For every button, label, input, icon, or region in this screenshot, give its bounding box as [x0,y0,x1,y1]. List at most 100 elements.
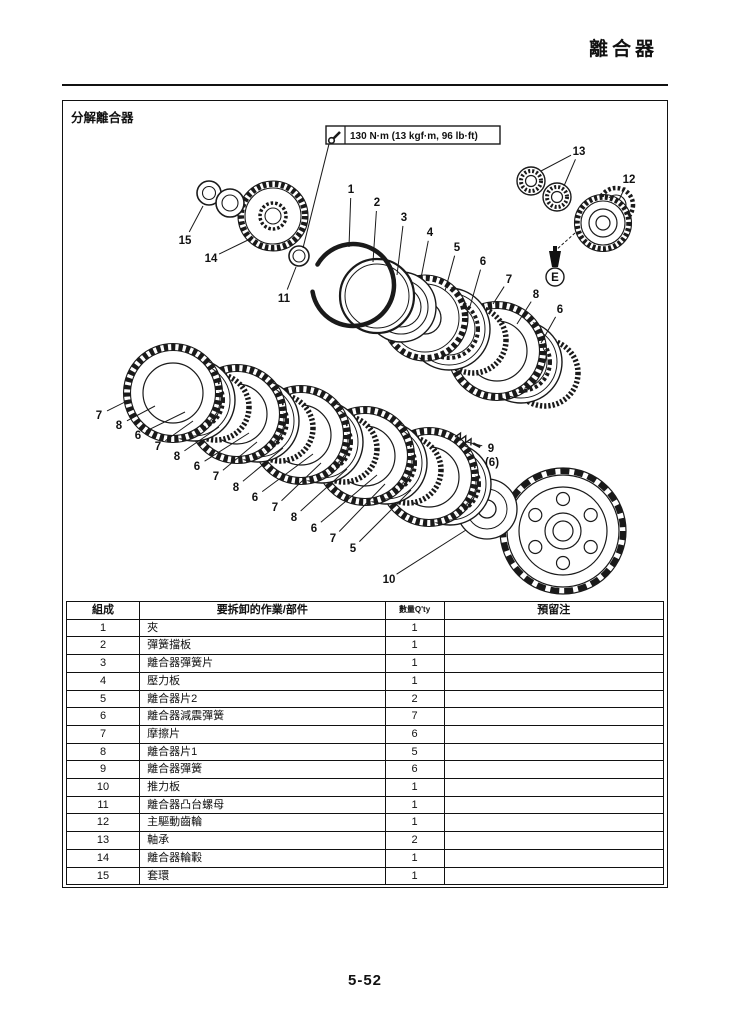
leader-line [540,154,572,172]
spring-retainer-art [338,257,416,335]
leader-line [540,316,557,344]
leader-line [286,266,297,290]
callout-5: 5 [350,543,357,555]
callout-8: 8 [116,420,123,432]
row-order: 6 [65,707,141,726]
boss-nut-art [288,245,310,267]
row-qty: 7 [384,707,445,726]
leader-line [320,474,378,523]
row-remarks [443,689,665,709]
header-remarks: 預留注 [443,601,665,620]
callout-7: 7 [155,441,161,453]
row-remarks [443,724,665,744]
row-part: 夾 [139,618,386,638]
leader-line [184,426,220,452]
table-header-row: 組成 要拆卸的作業/部件 數量Q'ty 預留注 [65,601,665,620]
row-order: 12 [65,813,141,833]
row-qty: 1 [384,778,445,797]
row-order: 15 [65,866,141,886]
leader-line [165,420,194,442]
torque-value: 130 N·m (13 kgf·m, 96 lb·ft) [350,131,478,142]
friction-plate-art [124,344,223,443]
row-part: 套環 [139,866,386,886]
leader-line [204,432,250,462]
pressure-plate-stack-art [309,241,578,406]
leader-line [372,210,377,263]
row-remarks [443,654,665,673]
plate-stack-art [124,344,493,527]
callout-13: 13 [573,146,586,158]
row-qty: 1 [384,636,445,656]
row-part: 主驅動齒輪 [139,813,386,833]
row-part: 離合器減震彈簧 [139,707,386,726]
oil-mark: E [545,232,576,287]
row-qty: 1 [384,671,445,691]
row-remarks [443,778,665,797]
row-qty: 6 [384,760,445,780]
clutch-hub-art [237,180,309,252]
leader-line [618,186,626,201]
row-part: 離合器彈簧 [139,760,386,780]
row-order: 5 [65,689,141,709]
callout-10: 10 [383,574,396,586]
row-order: 14 [65,848,141,868]
row-qty: 1 [384,813,445,833]
callout-8: 8 [291,512,298,524]
callout-2: 2 [374,197,380,209]
collar-art [196,180,245,218]
oil-mark-letter: E [551,272,559,284]
leader-line [338,483,386,532]
row-order: 8 [65,742,141,762]
callout-6: 6 [194,461,200,473]
primary-drive-gear-art [573,185,636,253]
row-qty: 1 [384,618,445,638]
leader-line [222,441,258,471]
row-order: 2 [65,636,141,656]
callout-(6): (6) [485,457,499,469]
leader-line [468,269,482,311]
leader-line [359,489,412,542]
callout-11: 11 [278,293,291,305]
callout-7: 7 [272,502,278,514]
row-part: 壓力板 [139,671,386,691]
callout-14: 14 [205,253,218,265]
clutch-exploded-diagram: E 130 N·m (13 kgf·m, 96 lb·ft) 123456786… [96,125,636,595]
row-qty: 6 [384,724,445,744]
callout-8: 8 [233,482,240,494]
row-remarks [443,795,665,815]
row-order: 1 [65,618,141,638]
leader-line [106,399,130,412]
row-remarks [443,671,665,691]
row-part: 離合器彈簧片 [139,654,386,673]
page-title: 離合器 [588,39,658,60]
callout-6: 6 [480,256,486,268]
callout-9: 9 [488,443,494,455]
row-remarks [443,813,665,833]
callout-8: 8 [533,289,540,301]
row-order: 10 [65,778,141,797]
row-remarks [443,831,665,850]
row-part: 彈簧擋板 [139,636,386,656]
row-order: 13 [65,831,141,850]
leader-line [281,462,322,502]
callout-6: 6 [311,523,317,535]
leader-line [396,225,404,276]
row-remarks [443,848,665,868]
callout-7: 7 [96,410,102,422]
row-qty: 1 [384,795,445,815]
bearing-art [516,166,572,212]
callout-6: 6 [557,304,563,316]
oil-tube-icon [549,246,561,267]
